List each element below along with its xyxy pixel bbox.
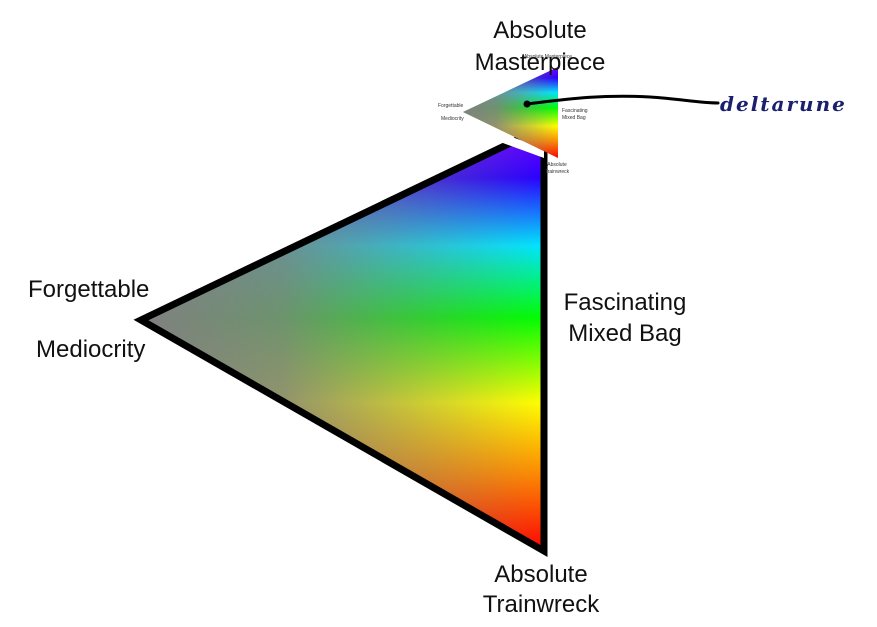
deltarune-logo-text: deltarune: [720, 92, 847, 116]
inset-label-bottom-1: Absolute: [547, 162, 567, 168]
inset-triangle: [463, 67, 558, 158]
main-triangle-border: [133, 121, 548, 558]
label-fascinating: Fascinating: [564, 289, 687, 316]
label-absolute-masterpiece-1: Absolute: [493, 17, 586, 44]
inset-label-left-1: Forgettable: [438, 103, 464, 109]
pointer-dot: [523, 100, 531, 108]
inset-triangle-gray-fade: [463, 67, 558, 158]
inset-label-left-2: Mediocrity: [441, 116, 464, 122]
inset-label-top: Absolute Masterpiece: [524, 54, 572, 60]
inset-label-right-2: Mixed Bag: [562, 115, 586, 121]
main-triangle: [133, 121, 548, 558]
label-mediocrity: Mediocrity: [36, 336, 145, 363]
label-absolute-trainwreck-1: Absolute: [494, 561, 587, 588]
inset-overlap-mask: [468, 120, 544, 158]
inset-label-bottom-2: Trainwreck: [545, 169, 570, 175]
deltarune-pointer: [523, 94, 720, 108]
inset-label-right-1: Fascinating: [562, 108, 588, 114]
label-mixed-bag: Mixed Bag: [568, 320, 681, 347]
pointer-line: [525, 94, 720, 106]
label-absolute-masterpiece-2: Masterpiece: [475, 49, 606, 76]
label-absolute-trainwreck-2: Trainwreck: [483, 591, 600, 618]
main-triangle-gray-fade: [141, 127, 544, 551]
label-forgettable: Forgettable: [28, 276, 149, 303]
